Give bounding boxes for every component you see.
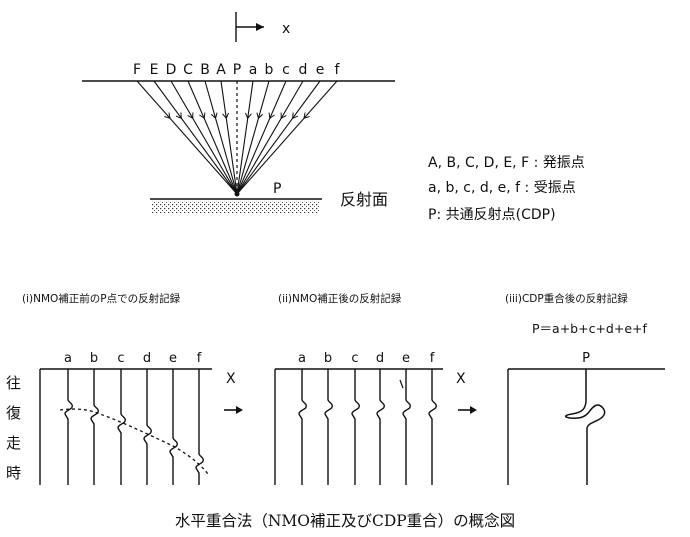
ray-1 [153,80,238,195]
reflector-hatch [152,201,320,213]
panel2-trace-label-a: a [298,351,306,366]
panel2-record: a b c d e f X [274,351,466,485]
time-label-char-4: 時 [6,464,21,482]
shot-receiver-labels: F E D C B A P a b c d e f [133,62,341,78]
center-label-P: P [233,62,241,78]
panel1-title: (i)NMO補正前のP点での反射記録 [22,292,181,305]
ray-3 [187,80,238,195]
panel1-trace-label-f: f [197,351,202,366]
panel1-trace-label-a: a [64,351,72,366]
panel1-axis-label: X [226,371,236,387]
panel-arrow-2 [458,406,477,414]
legend-receivers: a, b, c, d, e, f : 受振点 [428,180,576,196]
reflection-point-label: P [273,181,281,197]
panel1-trace-label-e: e [169,351,177,366]
ray-arrowhead-9 [280,112,287,120]
panel2-trace-0 [298,369,307,485]
panel-arrow-1 [224,406,243,414]
receiver-label-e: e [316,62,325,78]
panel2-trace-1 [324,369,333,485]
ray-arrowhead-5 [222,112,230,120]
reflector-label: 反射面 [340,190,388,209]
ray-11 [236,80,338,195]
ray-arrowhead-0 [164,112,171,120]
source-label-B: B [200,62,210,78]
panel2-trace-5 [428,369,437,485]
panel1-trace-5 [195,369,204,485]
ray-arrowhead-11 [303,112,310,120]
ray-arrowhead-10 [292,112,299,120]
source-label-F: F [133,62,141,78]
ray-2 [170,80,238,195]
ray-8 [236,80,287,195]
panel1-trace-label-d: d [143,351,151,366]
receiver-label-b: b [265,62,274,78]
ray-arrowhead-3 [199,112,206,120]
receiver-label-f: f [335,62,341,78]
x-axis-label: x [282,21,290,37]
legend-sources: A, B, C, D, E, F : 発振点 [428,155,585,171]
panel2-trace-label-c: c [351,351,358,366]
panel1-trace-2 [117,369,126,485]
ray-4 [204,80,238,195]
panel3-record: P [507,351,665,485]
stack-formula: P＝a+b+c+d+e+f [532,321,647,336]
ray-arrowhead-2 [187,112,194,120]
panel1-trace-4 [169,369,178,485]
panel1-trace-3 [143,369,152,485]
ray-arrowhead-7 [256,112,264,120]
panel2-tick-mark [399,379,404,389]
reflection-point [234,191,240,197]
time-label-char-3: 走 [6,434,21,452]
panel1-traces [64,369,204,485]
source-label-C: C [183,62,193,78]
source-label-E: E [150,62,159,78]
ray-arrowhead-6 [244,112,252,120]
time-label-char-1: 往 [6,374,21,392]
panel2-trace-4 [402,369,411,485]
source-label-A: A [216,62,226,78]
receiver-label-a: a [249,62,258,78]
panel1-trace-label-b: b [90,351,98,366]
panel2-traces [298,369,437,485]
x-direction-arrow [235,12,264,42]
stacked-trace [564,369,606,485]
panel1-trace-0 [64,369,73,485]
ray-arrowhead-4 [210,112,218,120]
ray-arrowhead-1 [175,112,182,120]
receiver-label-d: d [299,62,308,78]
ray-6 [236,80,254,195]
time-label-char-2: 復 [6,404,21,422]
panel2-trace-2 [351,369,360,485]
time-axis-label: 往 復 走 時 [6,374,21,482]
ray-7 [236,80,270,195]
panel2-trace-label-b: b [324,351,332,366]
caption: 水平重合法（NMO補正及びCDP重合）の概念図 [175,511,515,530]
ray-0 [136,80,238,195]
panel1-record: a b c d e f X [39,351,236,485]
panel1-trace-1 [90,369,99,485]
ray-9 [236,80,304,195]
panel2-trace-label-e: e [402,351,410,366]
source-label-D: D [166,62,177,78]
panel1-trace-label-c: c [117,351,124,366]
panel2-trace-3 [376,369,385,485]
panel2-trace-label-d: d [376,351,384,366]
panel2-title: (ii)NMO補正後の反射記録 [278,292,402,305]
ray-10 [236,80,321,195]
receiver-label-c: c [282,62,290,78]
legend: A, B, C, D, E, F : 発振点 a, b, c, d, e, f … [428,155,585,223]
panel2-axis-label: X [456,371,466,387]
ray-5 [220,80,238,195]
panel3-trace-label: P [582,351,590,366]
panel1-moveout-curve [59,408,209,475]
ray-paths [136,80,338,195]
panel2-trace-label-f: f [430,351,435,366]
panel3-title: (iii)CDP重合後の反射記録 [505,292,628,305]
legend-cdp: P: 共通反射点(CDP) [428,207,556,223]
ray-arrowhead-8 [268,112,275,120]
